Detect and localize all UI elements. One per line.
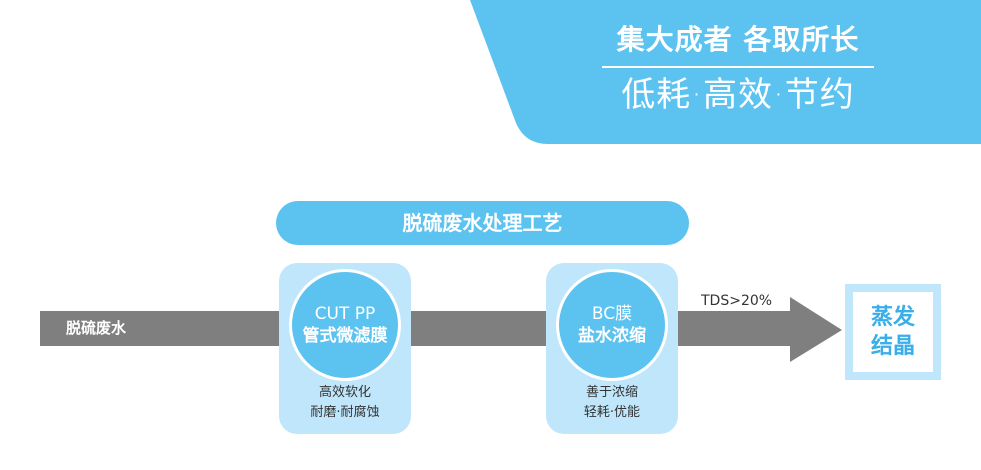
stage-type: 管式微滤膜 [302,326,388,346]
stage-note: 善于浓缩 [585,385,638,400]
stage-type: 盐水浓缩 [578,326,646,346]
output-label: 蒸发 结晶 [853,292,933,372]
stage-circle: BC膜 盐水浓缩 [556,269,668,381]
banner-subtitle: 低耗·高效·节约 [621,75,855,115]
banner-title: 集大成者 各取所长 [616,23,860,56]
stage-note: 耐磨·耐腐蚀 [310,405,380,420]
banner-divider [602,66,874,68]
top-banner-shape [470,0,981,144]
stage-circle: CUT PP 管式微滤膜 [289,269,401,381]
stage-card-microfiltration: CUT PP 管式微滤膜 高效软化 耐磨·耐腐蚀 [279,263,411,434]
inlet-label: 脱硫废水 [66,319,127,337]
tds-label: TDS>20% [701,293,773,309]
process-title: 脱硫废水处理工艺 [276,201,689,245]
stage-name: CUT PP [314,304,376,324]
stage-note: 轻耗·优能 [583,405,641,420]
output-line: 蒸发 [870,305,915,330]
stage-note: 高效软化 [318,385,371,400]
output-box: 蒸发 结晶 [845,284,941,380]
stage-notes: 善于浓缩 轻耗·优能 [546,383,678,423]
stage-card-bc-membrane: BC膜 盐水浓缩 善于浓缩 轻耗·优能 [546,263,678,434]
stage-notes: 高效软化 耐磨·耐腐蚀 [279,383,411,423]
stage-name: BC膜 [591,304,633,324]
banner: 集大成者 各取所长 低耗·高效·节约 [588,22,888,116]
output-line: 结晶 [870,334,915,359]
